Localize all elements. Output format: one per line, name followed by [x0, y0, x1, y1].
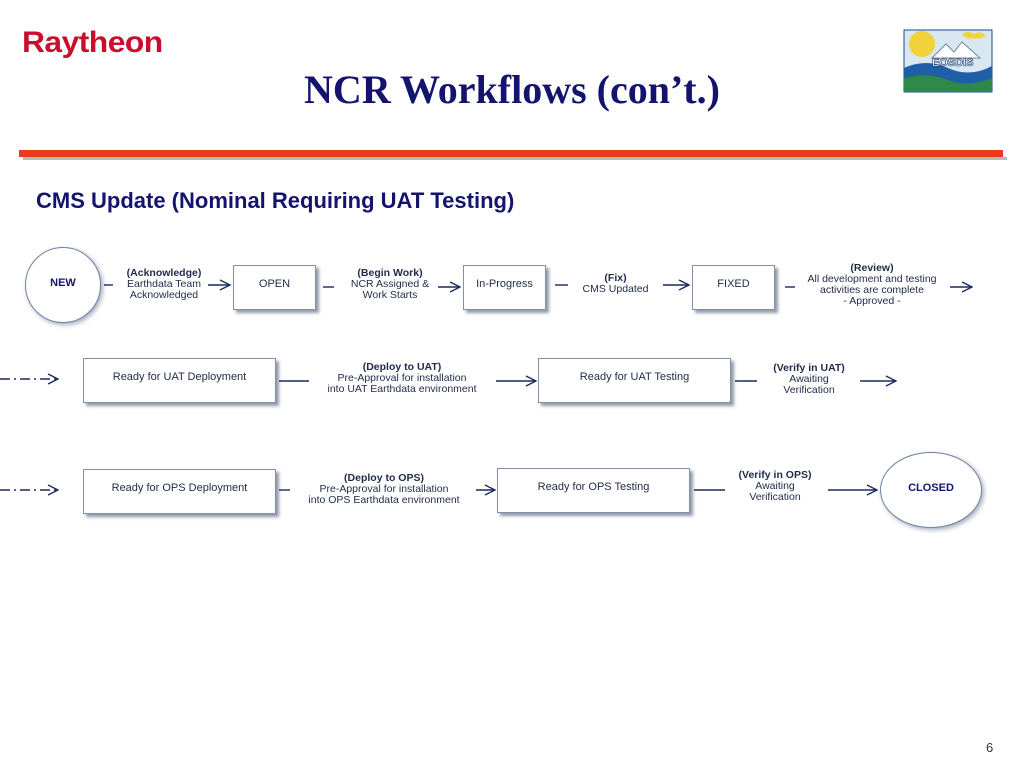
transition-verify-uat: (Verify in UAT) Awaiting Verification	[758, 363, 860, 396]
state-new: NEW	[25, 247, 101, 323]
transition-review-desc: All development and testing activities a…	[807, 273, 937, 307]
transition-verify-ops: (Verify in OPS) Awaiting Verification	[724, 470, 826, 503]
state-ready-ops-testing: Ready for OPS Testing	[497, 468, 690, 513]
header-rule	[19, 150, 1003, 157]
state-closed-label: CLOSED	[908, 482, 954, 494]
state-open-label: OPEN	[258, 277, 291, 290]
transition-review-action: (Review)	[850, 262, 894, 274]
transition-review: (Review) All development and testing act…	[790, 263, 954, 307]
page-number: 6	[986, 740, 994, 755]
transition-deploy-uat-desc: Pre-Approval for installation into UAT E…	[327, 372, 477, 395]
transition-deploy-ops-action: (Deploy to OPS)	[344, 472, 424, 484]
transition-begin-work: (Begin Work) NCR Assigned & Work Starts	[334, 268, 446, 301]
transition-deploy-ops: (Deploy to OPS) Pre-Approval for install…	[286, 473, 482, 506]
transition-deploy-uat: (Deploy to UAT) Pre-Approval for install…	[304, 362, 500, 395]
slide-subtitle: CMS Update (Nominal Requiring UAT Testin…	[36, 188, 515, 213]
state-ready-uat-testing-label: Ready for UAT Testing	[579, 370, 690, 383]
state-closed: CLOSED	[880, 452, 982, 528]
state-in-progress-label: In-Progress	[476, 277, 533, 290]
raytheon-logo: Raytheon	[22, 26, 163, 59]
eosdis-logo: EOSDIS	[903, 29, 993, 93]
transition-verify-uat-desc: Awaiting Verification	[783, 373, 835, 396]
state-ready-ops-deployment: Ready for OPS Deployment	[83, 469, 276, 514]
transition-verify-uat-action: (Verify in UAT)	[773, 362, 845, 374]
transition-verify-ops-action: (Verify in OPS)	[738, 469, 812, 481]
state-fixed: FIXED	[692, 265, 775, 310]
transition-begin-work-desc: NCR Assigned & Work Starts	[350, 278, 430, 301]
transition-acknowledge: (Acknowledge) Earthdata Team Acknowledge…	[110, 268, 218, 301]
transition-deploy-uat-action: (Deploy to UAT)	[362, 361, 442, 373]
transition-fix-desc: CMS Updated	[582, 283, 649, 295]
transition-acknowledge-desc: Earthdata Team Acknowledged	[127, 278, 201, 301]
state-ready-uat-testing: Ready for UAT Testing	[538, 358, 731, 403]
header-rule-shadow	[23, 157, 1007, 160]
transition-acknowledge-action: (Acknowledge)	[126, 267, 202, 279]
state-open: OPEN	[233, 265, 316, 310]
state-new-label: NEW	[50, 277, 76, 289]
state-in-progress: In-Progress	[463, 265, 546, 310]
state-ready-uat-deployment: Ready for UAT Deployment	[83, 358, 276, 403]
slide-title: NCR Workflows (con’t.)	[304, 67, 720, 112]
transition-deploy-ops-desc: Pre-Approval for installation into OPS E…	[308, 483, 460, 506]
state-fixed-label: FIXED	[717, 277, 750, 290]
transition-fix: (Fix) CMS Updated	[568, 273, 663, 295]
state-ready-ops-deployment-label: Ready for OPS Deployment	[111, 481, 248, 494]
transition-begin-work-action: (Begin Work)	[357, 267, 423, 279]
eosdis-logo-text: EOSDIS	[932, 57, 974, 69]
transition-fix-action: (Fix)	[604, 272, 627, 284]
transition-verify-ops-desc: Awaiting Verification	[749, 480, 801, 503]
state-ready-ops-testing-label: Ready for OPS Testing	[537, 480, 650, 493]
state-ready-uat-deployment-label: Ready for UAT Deployment	[112, 370, 247, 383]
